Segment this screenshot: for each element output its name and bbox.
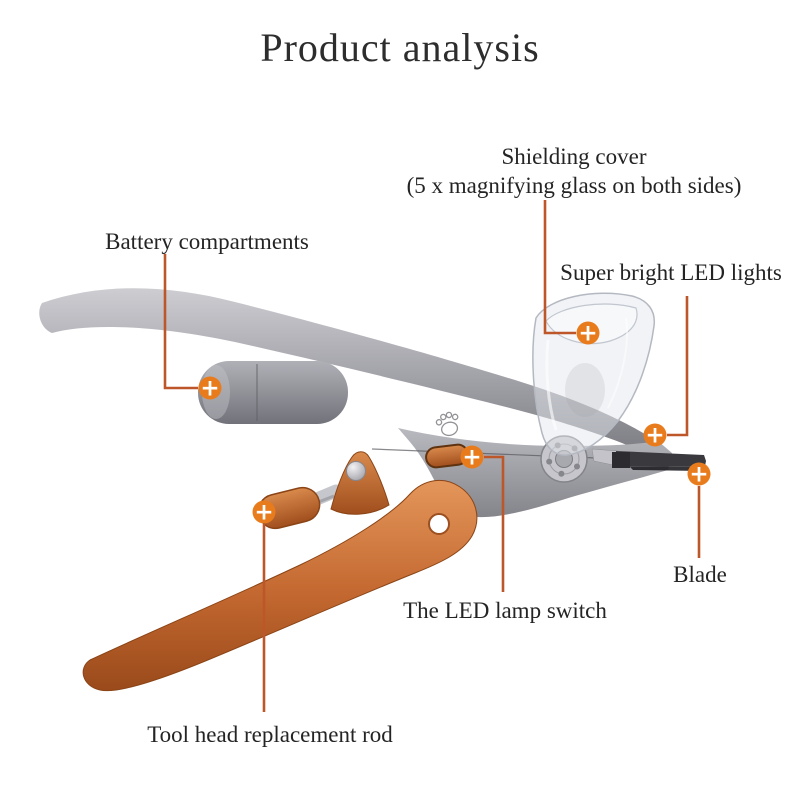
label-battery-compartments: Battery compartments: [105, 229, 309, 254]
lower-handle-part: [82, 479, 478, 692]
rod-bracket-part: [330, 451, 390, 515]
svg-text:+: +: [645, 423, 664, 449]
svg-text:+: +: [689, 462, 708, 488]
label-blade: Blade: [673, 562, 727, 587]
label-tool-rod: Tool head replacement rod: [147, 722, 393, 747]
label-led-switch: The LED lamp switch: [403, 598, 607, 623]
plus-marker-battery-compartments: +: [198, 376, 222, 402]
leader-battery-compartments: [163, 254, 198, 390]
label-shielding-cover-line1: Shielding cover: [501, 144, 647, 169]
svg-text:+: +: [462, 445, 481, 471]
leader-shielding-cover: [543, 200, 576, 335]
plus-marker-tool-rod: +: [252, 500, 276, 526]
label-shielding-cover-line2: (5 x magnifying glass on both sides): [406, 173, 742, 198]
svg-text:+: +: [578, 321, 597, 347]
plus-marker-shielding-cover: +: [576, 321, 600, 347]
bracket-pin: [346, 461, 366, 481]
page-title: Product analysis: [260, 25, 540, 70]
leader-led-switch: [484, 455, 505, 592]
label-shielding-cover: Shielding cover (5 x magnifying glass on…: [407, 142, 742, 200]
handle-hole: [428, 513, 450, 535]
blade-part: [591, 448, 706, 471]
svg-text:+: +: [254, 500, 273, 526]
leader-led-lights: [667, 296, 689, 437]
label-led-lights: Super bright LED lights: [560, 260, 782, 285]
plus-marker-led-switch: +: [460, 445, 484, 471]
plus-marker-led-lights: +: [643, 423, 667, 449]
plus-marker-blade: +: [687, 462, 711, 488]
tool-rod-part: [257, 484, 343, 530]
upper-handle-part: [39, 288, 661, 456]
paw-print-icon: [435, 411, 459, 437]
svg-text:+: +: [200, 376, 219, 402]
